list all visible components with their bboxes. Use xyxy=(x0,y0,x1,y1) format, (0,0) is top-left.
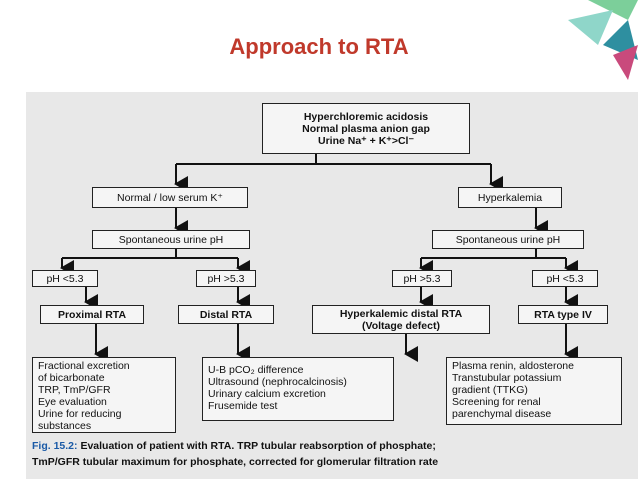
caption-line-2: TmP/GFR tubular maximum for phosphate, c… xyxy=(32,456,439,468)
root-line-2: Normal plasma anion gap xyxy=(302,122,430,135)
proximal-test-2: of bicarbonate xyxy=(38,372,105,384)
node-ph-gt-5-3-left: pH >5.3 xyxy=(196,270,256,287)
proximal-test-3: TRP, TmP/GFR xyxy=(38,384,111,396)
node-spontaneous-urine-ph-right: Spontaneous urine pH xyxy=(432,230,584,249)
right-test-4: Screening for renal xyxy=(452,396,541,408)
distal-test-4: Frusemide test xyxy=(208,400,278,412)
node-spontaneous-urine-ph-left: Spontaneous urine pH xyxy=(92,230,250,249)
root-line-1: Hyperchloremic acidosis xyxy=(303,110,429,123)
caption-line-1: Evaluation of patient with RTA. TRP tubu… xyxy=(80,440,436,452)
node-proximal-rta: Proximal RTA xyxy=(40,305,144,324)
node-right-tests: Plasma renin, aldosterone Transtubular p… xyxy=(446,357,622,425)
decorative-leaf-graphic xyxy=(568,0,638,80)
right-test-3: gradient (TTKG) xyxy=(452,384,528,396)
node-distal-rta: Distal RTA xyxy=(178,305,274,324)
proximal-test-6: substances xyxy=(38,420,92,432)
hyperkalemic-line-2: (Voltage defect) xyxy=(362,319,440,332)
node-ph-lt-5-3-right: pH <5.3 xyxy=(532,270,598,287)
rta-flowchart-figure: Hyperchloremic acidosis Normal plasma an… xyxy=(26,92,638,479)
root-node-hyperchloremic-acidosis: Hyperchloremic acidosis Normal plasma an… xyxy=(262,103,470,154)
proximal-test-1: Fractional excretion xyxy=(38,360,130,372)
root-line-3: Urine Na⁺ + K⁺>Cl⁻ xyxy=(318,134,414,147)
node-normal-low-serum-k: Normal / low serum K⁺ xyxy=(92,187,248,208)
proximal-test-5: Urine for reducing xyxy=(38,408,122,420)
node-hyperkalemic-distal-rta: Hyperkalemic distal RTA (Voltage defect) xyxy=(312,305,490,334)
distal-test-3: Urinary calcium excretion xyxy=(208,388,326,400)
distal-test-1: U-B pCO₂ difference xyxy=(208,364,304,376)
right-test-5: parenchymal disease xyxy=(452,408,552,420)
node-proximal-tests: Fractional excretion of bicarbonate TRP,… xyxy=(32,357,176,433)
right-test-2: Transtubular potassium xyxy=(452,372,562,384)
node-rta-type-iv: RTA type IV xyxy=(518,305,608,324)
figure-caption: Fig. 15.2: Evaluation of patient with RT… xyxy=(32,438,632,470)
proximal-test-4: Eye evaluation xyxy=(38,396,107,408)
right-test-1: Plasma renin, aldosterone xyxy=(452,360,574,372)
distal-test-2: Ultrasound (nephrocalcinosis) xyxy=(208,376,347,388)
node-ph-gt-5-3-right: pH >5.3 xyxy=(392,270,452,287)
flowchart-connectors xyxy=(60,154,578,362)
slide-title: Approach to RTA xyxy=(229,34,409,59)
node-ph-lt-5-3-left: pH <5.3 xyxy=(32,270,98,287)
hyperkalemic-line-1: Hyperkalemic distal RTA xyxy=(339,307,463,320)
node-hyperkalemia: Hyperkalemia xyxy=(458,187,562,208)
node-distal-tests: U-B pCO₂ difference Ultrasound (nephroca… xyxy=(202,357,394,421)
caption-label: Fig. 15.2: xyxy=(32,440,78,452)
